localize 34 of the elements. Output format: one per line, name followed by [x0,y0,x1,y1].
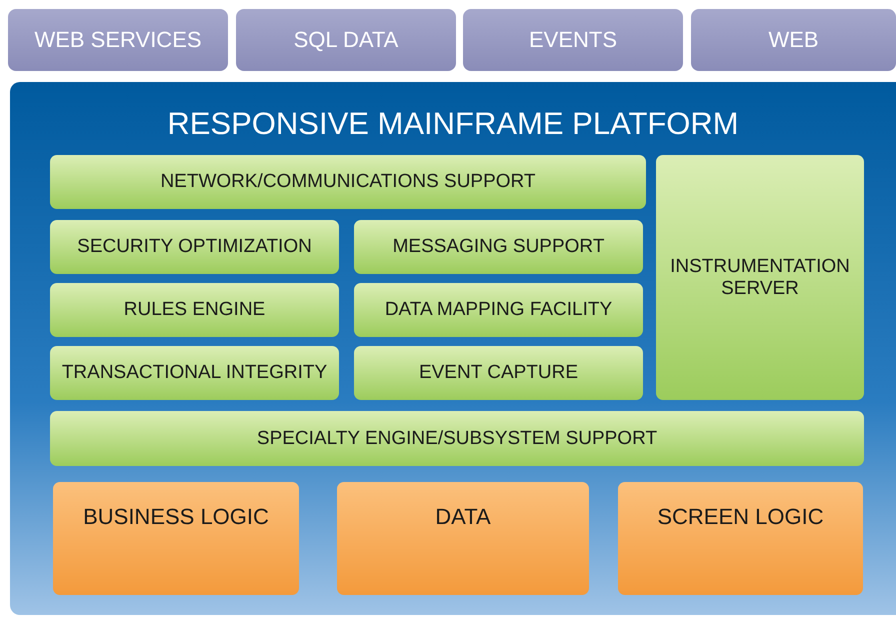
component-box [354,220,643,274]
box-label: EVENTS [528,27,618,53]
component-box [50,155,646,209]
platform-panel [10,82,896,615]
source-tab [691,9,896,71]
box-label: MESSAGING SUPPORT [392,236,604,258]
box-label: NETWORK/COMMUNICATIONS SUPPORT [160,171,536,193]
box-label: WEB SERVICES [34,27,202,53]
component-box [656,155,864,400]
component-box [50,283,339,337]
component-box [354,283,643,337]
platform-title: RESPONSIVE MAINFRAME PLATFORM [167,106,739,142]
component-box [50,411,864,466]
box-label: SECURITY OPTIMIZATION [77,236,312,258]
box-label: WEB [768,27,819,53]
box-label: INSTRUMENTATION SERVER [669,256,851,300]
layer-box [337,482,589,595]
box-label: RULES ENGINE [124,299,266,321]
box-label: SQL DATA [294,27,398,53]
box-label: DATA MAPPING FACILITY [384,299,612,321]
box-label: EVENT CAPTURE [418,362,578,384]
box-label: TRANSACTIONAL INTEGRITY [62,362,328,384]
component-box [50,346,339,400]
box-label: SPECIALTY ENGINE/SUBSYSTEM SUPPORT [256,428,658,450]
layer-box [53,482,299,595]
component-box [50,220,339,274]
box-label: BUSINESS LOGIC [83,504,269,530]
layer-box [618,482,863,595]
box-label: DATA [435,504,491,530]
box-label: SCREEN LOGIC [657,504,824,530]
source-tab [236,9,456,71]
source-tab [463,9,683,71]
component-box [354,346,643,400]
source-tab [8,9,228,71]
